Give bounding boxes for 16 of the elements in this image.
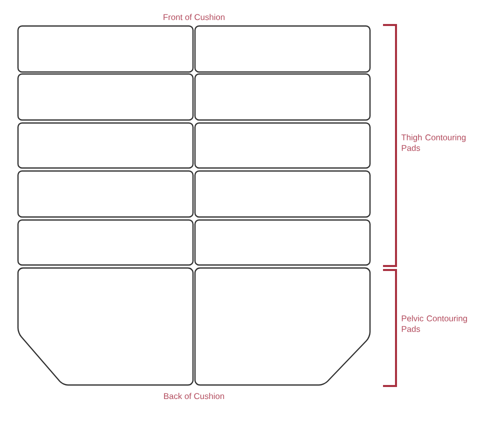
cushion-pad (194, 122, 371, 169)
cushion-pad (194, 267, 371, 386)
cushion-pad (194, 73, 371, 121)
cushion-pad (17, 170, 194, 218)
cushion-pad (17, 122, 194, 169)
cushion-pad (194, 25, 371, 73)
position-label: Back of Cushion (164, 392, 224, 400)
cushion-pad (17, 25, 194, 73)
cushion-pad (194, 170, 371, 218)
cushion-pad (17, 219, 194, 266)
cushion-pad (17, 73, 194, 121)
cushion-pad (17, 267, 194, 386)
cushion-pad (194, 219, 371, 266)
bracket-label: Pelvic Contouring Pads (402, 315, 467, 332)
position-label: Front of Cushion (164, 14, 224, 20)
bracket-label: Thigh Contouring Pads (401, 134, 466, 151)
